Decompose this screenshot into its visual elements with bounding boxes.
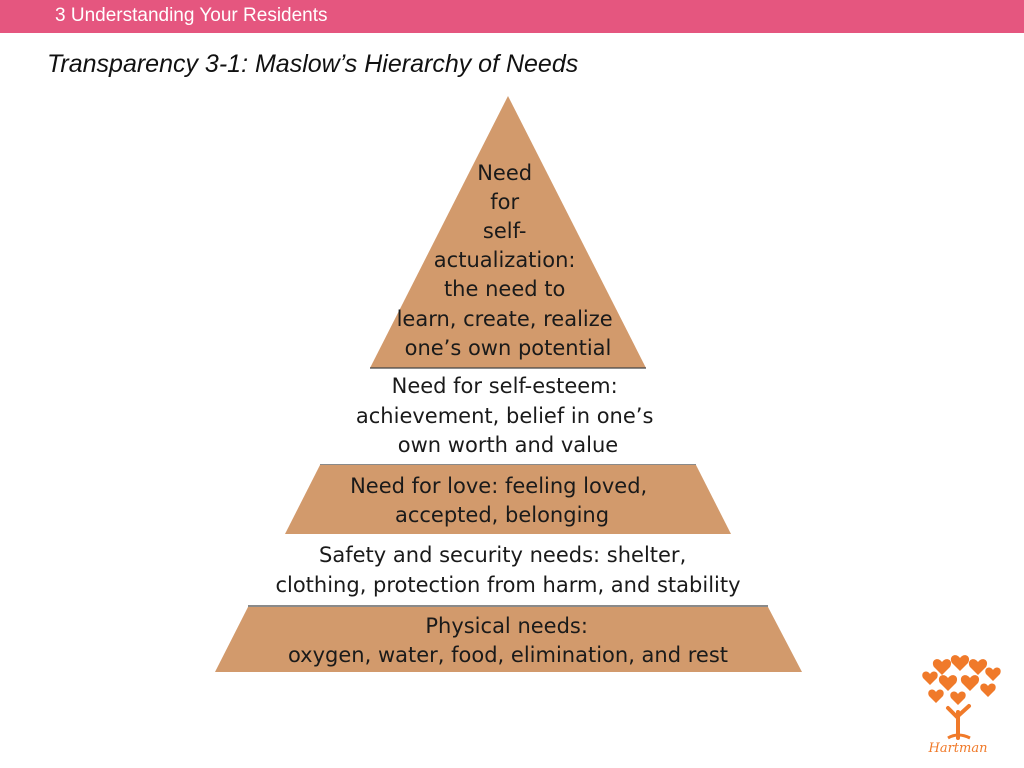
- tier-physical-shape: [215, 607, 802, 672]
- tier-self-actualization-shape: [370, 96, 646, 368]
- tier-love-shape: [285, 465, 731, 534]
- header-bar: 3 Understanding Your Residents: [0, 0, 1024, 33]
- tier-self-esteem-text: Need for self-esteem: achievement, belie…: [356, 374, 660, 457]
- tier-physical-text: Physical needs: oxygen, water, food, eli…: [288, 614, 728, 667]
- maslow-pyramid: Need for self- actualization: the need t…: [215, 96, 802, 672]
- section-title: 3 Understanding Your Residents: [55, 5, 328, 26]
- tier-love-text: Need for love: feeling loved, accepted, …: [350, 474, 654, 527]
- slide-title: Transparency 3-1: Maslow’s Hierarchy of …: [47, 50, 579, 78]
- logo-text: Hartman: [928, 741, 988, 756]
- tier-self-actualization-text: Need for self- actualization: the need t…: [397, 161, 620, 360]
- tier-safety-text: Safety and security needs: shelter, clot…: [275, 543, 740, 597]
- hartman-logo: Hartman: [922, 655, 1001, 756]
